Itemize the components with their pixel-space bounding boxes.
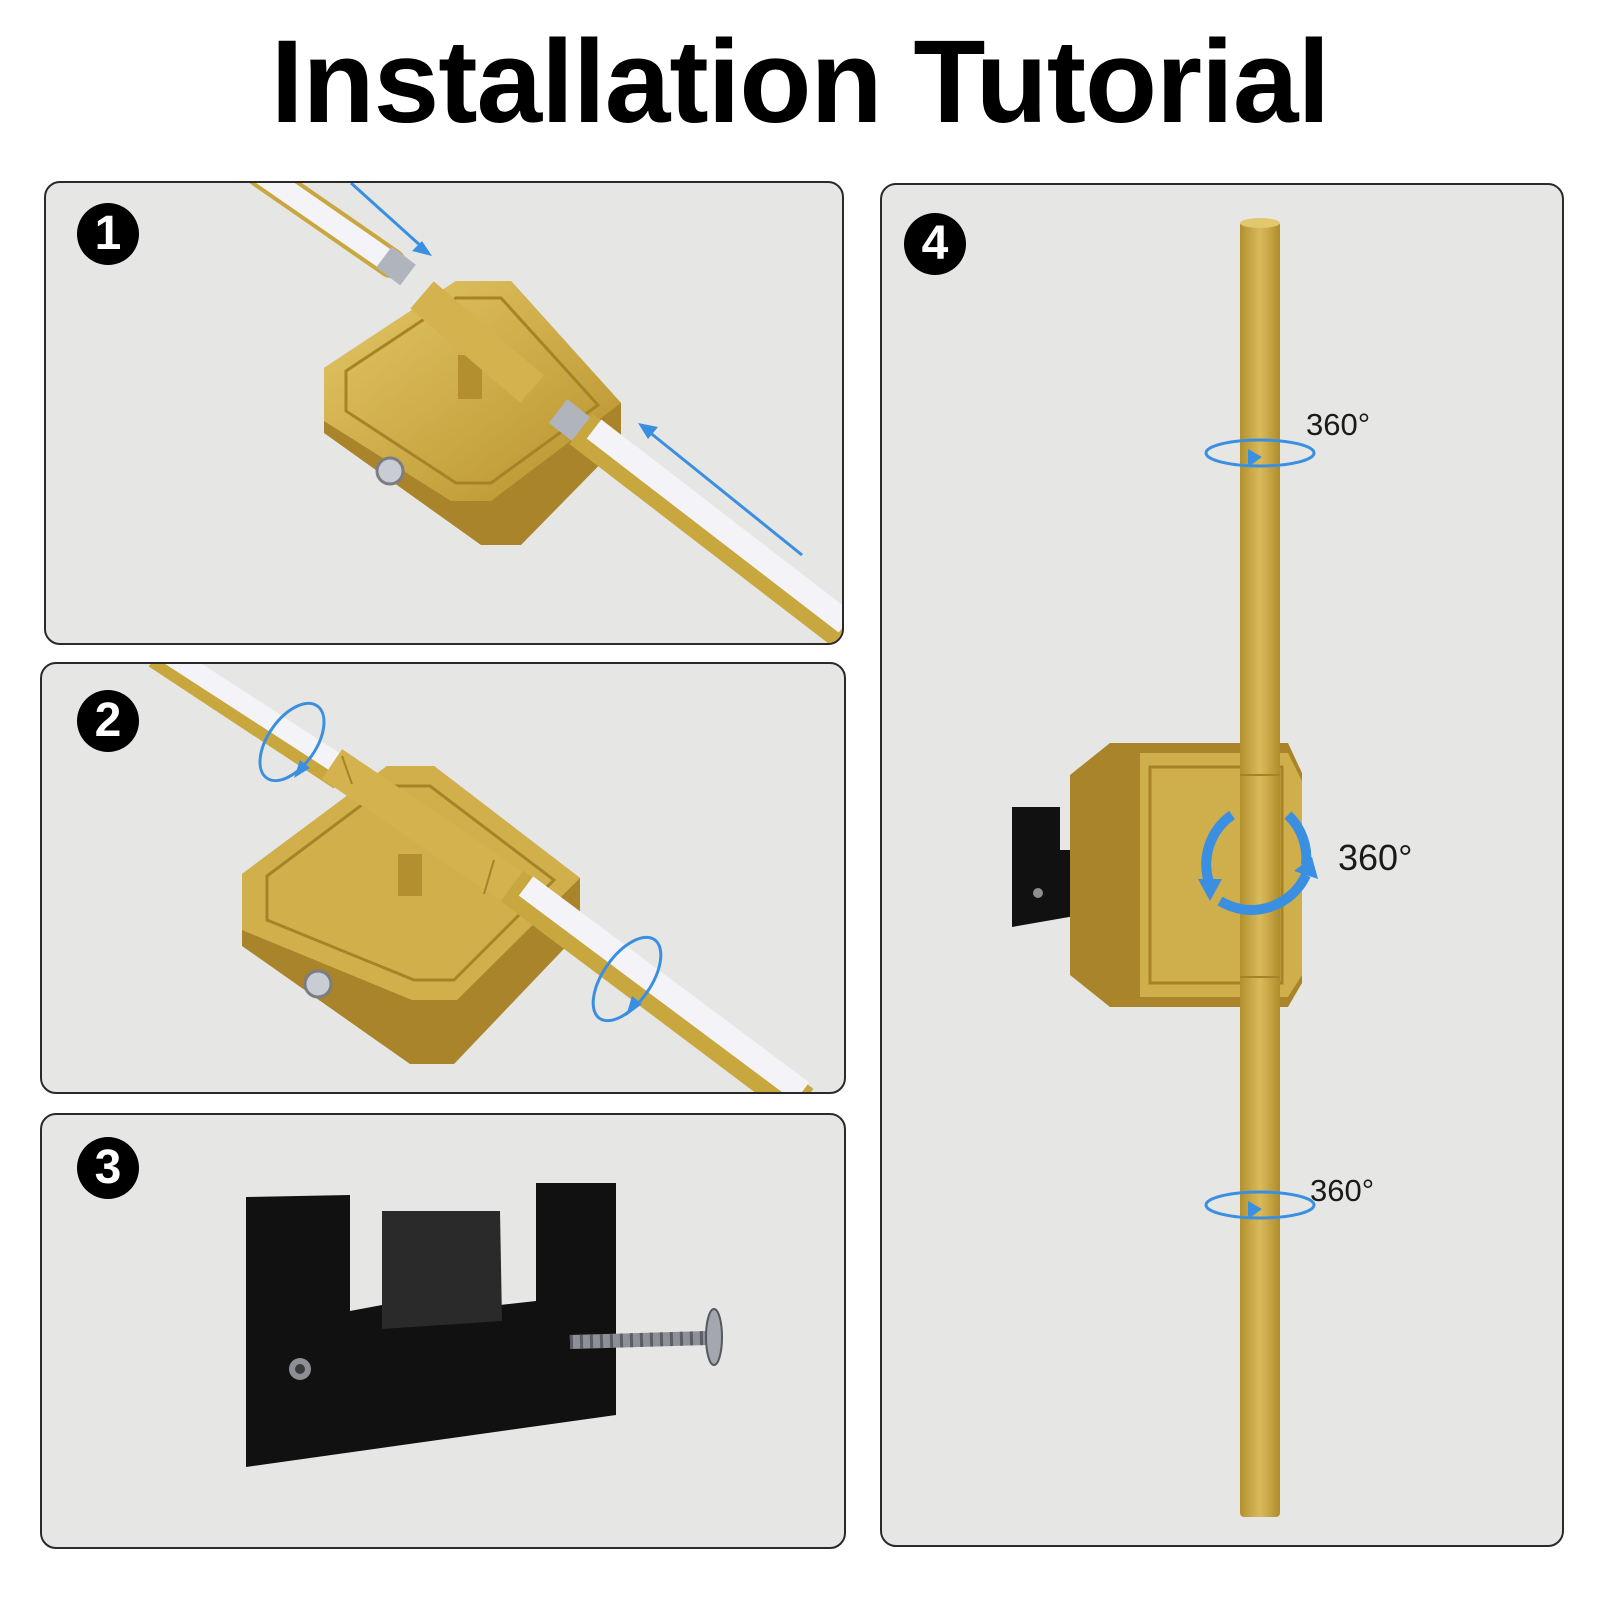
rotate-arrow-icon: [1198, 810, 1318, 915]
step-4-panel: 4 360° 360° 360°: [880, 183, 1564, 1547]
light-bar: [1240, 218, 1280, 1517]
step-1-badge: 1: [77, 203, 139, 265]
wall-base: [324, 281, 621, 545]
step-3-panel: 3: [40, 1113, 846, 1549]
step-3-illustration: [246, 1183, 723, 1467]
page-title: Installation Tutorial: [270, 16, 1331, 148]
step-4-illustration: [1012, 218, 1318, 1517]
rotate-arrow-icon: [258, 701, 326, 783]
arm-joint: [321, 749, 523, 901]
step-1-panel: 1: [44, 181, 844, 645]
step-2-panel: 2: [40, 662, 846, 1094]
screw-icon: [569, 1308, 723, 1366]
rotation-label-top: 360°: [1306, 407, 1371, 442]
lower-light-tube: [548, 399, 842, 643]
step-2-illustration: [148, 664, 814, 1092]
insert-arrow-icon: [349, 183, 432, 256]
rotate-arrow-icon: [1204, 1190, 1316, 1220]
upper-light-tube: [249, 183, 416, 286]
short-arm: [410, 281, 544, 403]
joint-seam: [483, 859, 495, 895]
wall-base: [242, 766, 580, 1064]
rotate-arrow-icon: [591, 935, 663, 1023]
step-1-illustration: [249, 183, 842, 643]
rotation-label-bottom: 360°: [1310, 1173, 1375, 1208]
insert-arrow-icon: [638, 423, 803, 557]
rotation-label-middle: 360°: [1338, 837, 1413, 878]
step-3-badge: 3: [77, 1137, 139, 1199]
rotate-arrow-icon: [1204, 438, 1316, 468]
step-2-badge: 2: [77, 690, 139, 752]
step-4-badge: 4: [904, 213, 966, 275]
lower-light-tube: [500, 870, 814, 1092]
joint-seam: [341, 755, 353, 785]
mounting-bracket: [246, 1183, 616, 1467]
upper-light-tube: [148, 664, 351, 789]
